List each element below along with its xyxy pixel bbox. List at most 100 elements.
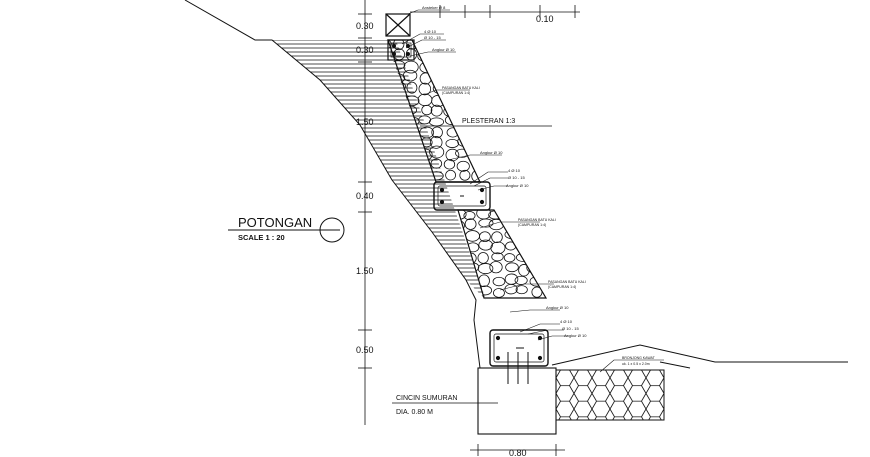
stone (386, 126, 393, 137)
stone (392, 113, 404, 125)
callout-pp2b: (CAMPURAN 1:4) (518, 223, 546, 227)
stone (405, 139, 419, 150)
callout-c3a: Angkur Ø 10 (546, 305, 569, 310)
stone (419, 161, 431, 172)
stone (420, 170, 433, 182)
drawing-title: POTONGAN (238, 215, 312, 230)
ring-beam-top (387, 39, 415, 61)
top-cap-block (385, 13, 411, 37)
dim-bottom: 0.80 (509, 448, 527, 457)
stone (393, 40, 405, 51)
ring-diameter: DIA. 0.80 M (396, 409, 433, 416)
callout-c1b: Ø 10 - 15 (424, 35, 441, 40)
ring-beam-middle (433, 181, 491, 211)
stone (504, 283, 518, 295)
stone (503, 253, 516, 263)
stone (391, 93, 408, 105)
stone (471, 59, 480, 73)
stone (515, 285, 528, 295)
stone (469, 71, 480, 82)
dim-d3: 1.50 (356, 117, 374, 127)
stone (443, 73, 459, 84)
callout-c2a: Angkur Ø 10 (480, 150, 503, 155)
stone (430, 158, 443, 169)
stone (428, 117, 445, 127)
stone (478, 239, 493, 251)
stone (457, 69, 471, 81)
stone (541, 232, 546, 242)
callout-c1c: Angkur Ø 10 (432, 47, 455, 52)
callout-gabion: BRONJONG KAWAT (622, 356, 656, 360)
stone (406, 147, 419, 158)
stone (472, 48, 480, 60)
stone (531, 286, 543, 298)
stone (386, 92, 392, 105)
callout-labels: Ansteker Ø 8 4 Ø 10 Ø 10 - 15 Angkur Ø 1… (422, 5, 656, 366)
callout-gabion-b: uk. 1 x 0.5 x 2.0m (622, 362, 650, 366)
stone (445, 148, 460, 162)
stone (518, 231, 532, 244)
stone (406, 81, 418, 94)
stone (457, 62, 469, 73)
title-marker (228, 217, 345, 243)
stone (458, 287, 467, 298)
stone (443, 159, 456, 170)
stone (389, 73, 406, 84)
stone (386, 103, 391, 116)
stone (490, 241, 506, 255)
stone (458, 127, 470, 138)
gabion-block (555, 369, 665, 421)
stone (429, 136, 443, 149)
stone (529, 276, 545, 287)
stone (458, 264, 467, 275)
stone (514, 275, 528, 285)
stone (391, 138, 406, 151)
stone (465, 230, 480, 242)
stone (469, 138, 480, 148)
callout-c2d: Angkur Ø 10 (506, 183, 529, 188)
stone (432, 58, 445, 70)
top-dimension-ticks (410, 5, 580, 18)
stone (444, 115, 458, 125)
dim-d2: 0.30 (356, 45, 374, 55)
stone (472, 105, 480, 115)
drawing-scale: SCALE 1 : 20 (238, 233, 285, 242)
stone (417, 93, 433, 107)
stone (430, 104, 443, 117)
stone (502, 210, 517, 220)
stone (544, 263, 546, 274)
stone (454, 40, 471, 49)
callout-c2c: Ø 10 - 15 (508, 175, 525, 180)
stone (445, 138, 460, 148)
stone (458, 274, 464, 288)
callout-leaders (401, 9, 664, 373)
callout-pp1: PASANGAN BATU KALI (442, 86, 480, 90)
callout-pp2: PASANGAN BATU KALI (518, 218, 556, 222)
callout-c2b: 4 Ø 10 (508, 168, 521, 173)
stone (464, 218, 477, 230)
stone (489, 261, 503, 274)
stone (463, 211, 476, 221)
stone (469, 92, 480, 105)
stone (459, 103, 472, 114)
stone (458, 241, 465, 252)
stone (386, 137, 393, 148)
stone (505, 241, 517, 251)
stone (431, 70, 443, 80)
callout-angkur-top: Ansteker Ø 8 (422, 5, 446, 10)
well-ring-foundation (477, 367, 557, 435)
stone (543, 240, 546, 252)
callout-pp3: PASANGAN BATU KALI (548, 280, 586, 284)
stone (530, 242, 544, 252)
stone (491, 252, 504, 262)
callout-c3b: 4 Ø 10 (560, 319, 573, 324)
stone (471, 127, 480, 139)
stone (477, 263, 494, 275)
stone (515, 210, 527, 218)
bottom-dimension (470, 444, 565, 456)
stone (445, 169, 456, 181)
dim-d1: 0.30 (356, 21, 374, 31)
stone (478, 274, 490, 287)
stone (429, 145, 445, 159)
